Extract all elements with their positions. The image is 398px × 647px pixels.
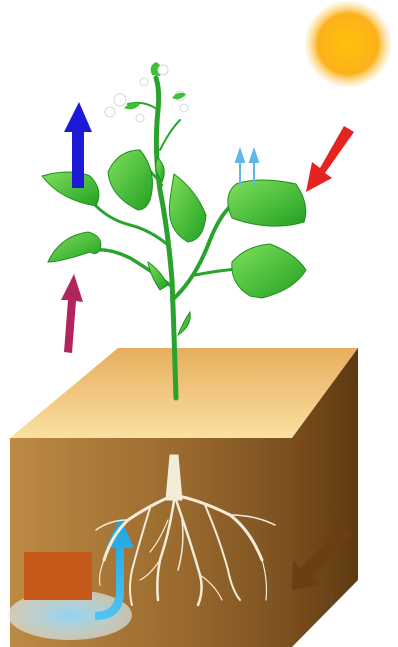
fertilizer-box xyxy=(24,552,92,600)
light-blue-arrows-icon xyxy=(236,150,258,186)
red-arrow-icon xyxy=(306,126,354,192)
leaf xyxy=(148,262,168,290)
leaf xyxy=(42,172,99,206)
leaf xyxy=(169,174,206,242)
plant-flowers xyxy=(105,62,188,122)
leaf xyxy=(232,244,306,298)
sun-icon xyxy=(305,1,391,87)
leaf xyxy=(108,150,152,210)
leaf xyxy=(48,232,101,262)
leaf xyxy=(178,312,190,335)
leaf xyxy=(228,180,306,226)
magenta-arrow-icon xyxy=(61,274,83,353)
